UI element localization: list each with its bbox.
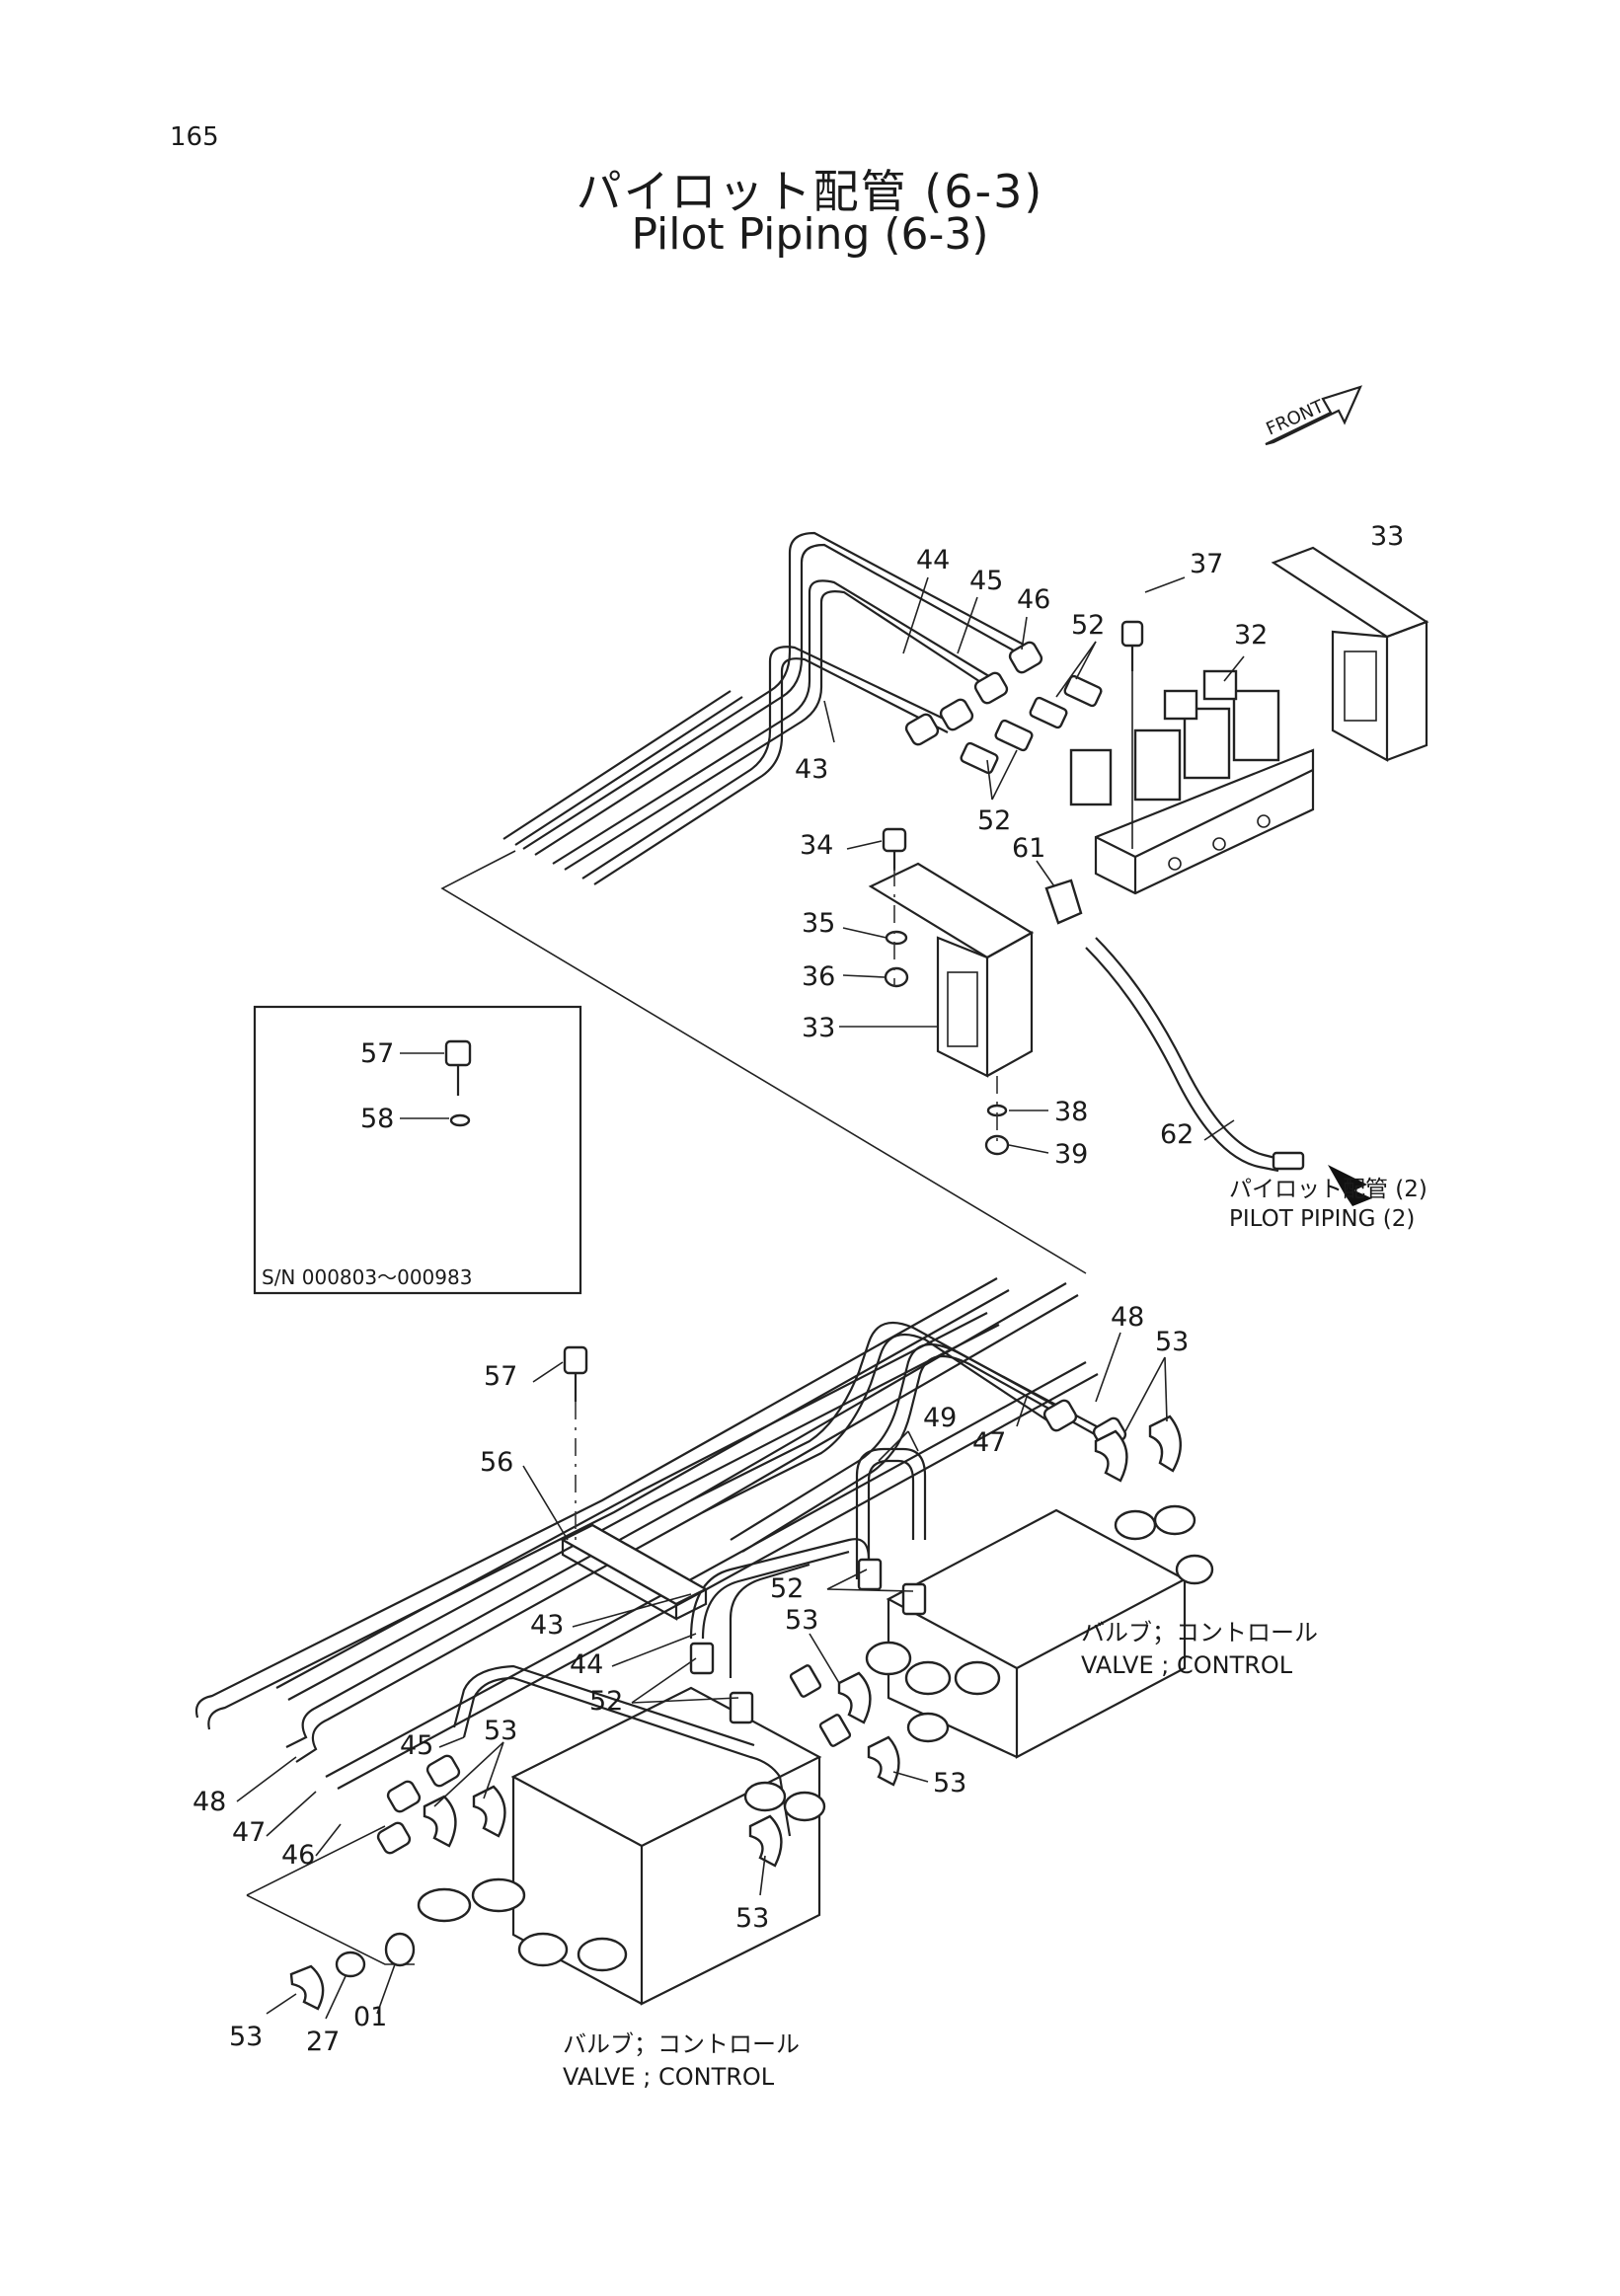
callout-01: 01 [353, 2002, 387, 2032]
front-arrow-icon: FRONT [1263, 385, 1362, 446]
inset-callout-58: 58 [360, 1104, 394, 1134]
lower-fittings [289, 1415, 1182, 2011]
callout-27: 27 [306, 2027, 340, 2057]
callout-47: 47 [232, 1817, 266, 1848]
callout-57: 57 [484, 1361, 517, 1392]
callout-53: 53 [785, 1605, 818, 1636]
callout-45: 45 [400, 1730, 433, 1761]
valve-label-right: バルブ；コントロール VALVE ; CONTROL [1081, 1617, 1318, 1682]
control-valve-bottom [246, 1686, 826, 2006]
page-title-japanese: パイロット配管 (6-3) [576, 165, 1044, 218]
bolt-37 [1120, 620, 1144, 849]
lower-pipe-bundle [194, 1277, 1127, 1855]
callout-46: 46 [281, 1840, 315, 1871]
callout-36: 36 [802, 961, 835, 992]
solenoid-valve-block [1069, 669, 1315, 895]
callout-33: 33 [802, 1013, 835, 1043]
page-number: 165 [170, 122, 219, 152]
page-title-english: Pilot Piping (6-3) [631, 209, 989, 260]
callout-43: 43 [795, 754, 828, 785]
valve-label-bottom-jp: バルブ；コントロール [563, 2030, 800, 2058]
callout-62: 62 [1160, 1119, 1194, 1150]
serial-inset-box [253, 1005, 582, 1295]
front-badge-text: FRONT [1263, 396, 1328, 440]
valve-label-bottom-en: VALVE ; CONTROL [563, 2063, 775, 2091]
arrow-right-icon [1328, 1165, 1372, 1206]
callout-44: 44 [570, 1649, 603, 1680]
callout-49: 49 [923, 1403, 957, 1433]
callout-61: 61 [1012, 833, 1045, 864]
callout-53: 53 [933, 1768, 966, 1799]
callout-53: 53 [229, 2022, 263, 2052]
bracket-33-upper [1271, 546, 1429, 762]
hose-assembly-62 [1044, 879, 1372, 1206]
callout-46: 46 [1017, 584, 1050, 615]
callout-53: 53 [484, 1716, 517, 1746]
callout-48: 48 [193, 1787, 226, 1817]
callout-52: 52 [977, 805, 1011, 836]
lower-leader-lines [236, 1332, 1168, 2020]
upper-fittings-52 [960, 674, 1103, 775]
callout-38: 38 [1054, 1097, 1088, 1127]
destination-label-en: PILOT PIPING (2) [1229, 1206, 1416, 1232]
callout-32: 32 [1234, 620, 1268, 651]
callout-33: 33 [1370, 521, 1404, 552]
destination-label: パイロット配管 (2) PILOT PIPING (2) [1229, 1175, 1427, 1234]
destination-label-jp: パイロット配管 (2) [1229, 1177, 1427, 1202]
valve-label-bottom: バルブ；コントロール VALVE ; CONTROL [563, 2028, 800, 2094]
callout-44: 44 [916, 545, 950, 575]
control-valve-right [865, 1504, 1214, 1759]
bracket-33-middle [868, 827, 1035, 1156]
callout-43: 43 [530, 1610, 564, 1641]
callout-45: 45 [969, 566, 1003, 596]
callout-56: 56 [480, 1447, 513, 1478]
callout-39: 39 [1054, 1139, 1088, 1170]
inset-serial-number: S/N 000803～000983 [262, 1265, 473, 1289]
upper-pipe-bundle [440, 531, 1087, 1274]
inset-callout-57: 57 [360, 1038, 394, 1069]
callout-34: 34 [800, 830, 833, 861]
upper-leader-lines [823, 576, 1245, 1154]
callout-52: 52 [770, 1573, 804, 1604]
valve-label-right-jp: バルブ；コントロール [1081, 1619, 1318, 1646]
valve-label-right-en: VALVE ; CONTROL [1081, 1651, 1293, 1679]
callout-52: 52 [589, 1686, 623, 1717]
callout-52: 52 [1071, 610, 1105, 641]
callout-53: 53 [735, 1903, 769, 1934]
callout-47: 47 [972, 1427, 1006, 1458]
callout-37: 37 [1190, 549, 1223, 579]
callout-labels: 44 45 46 37 33 52 32 43 52 34 61 35 36 3… [193, 521, 1404, 2057]
callout-48: 48 [1111, 1302, 1144, 1333]
callout-35: 35 [802, 908, 835, 939]
callout-53: 53 [1155, 1327, 1189, 1357]
